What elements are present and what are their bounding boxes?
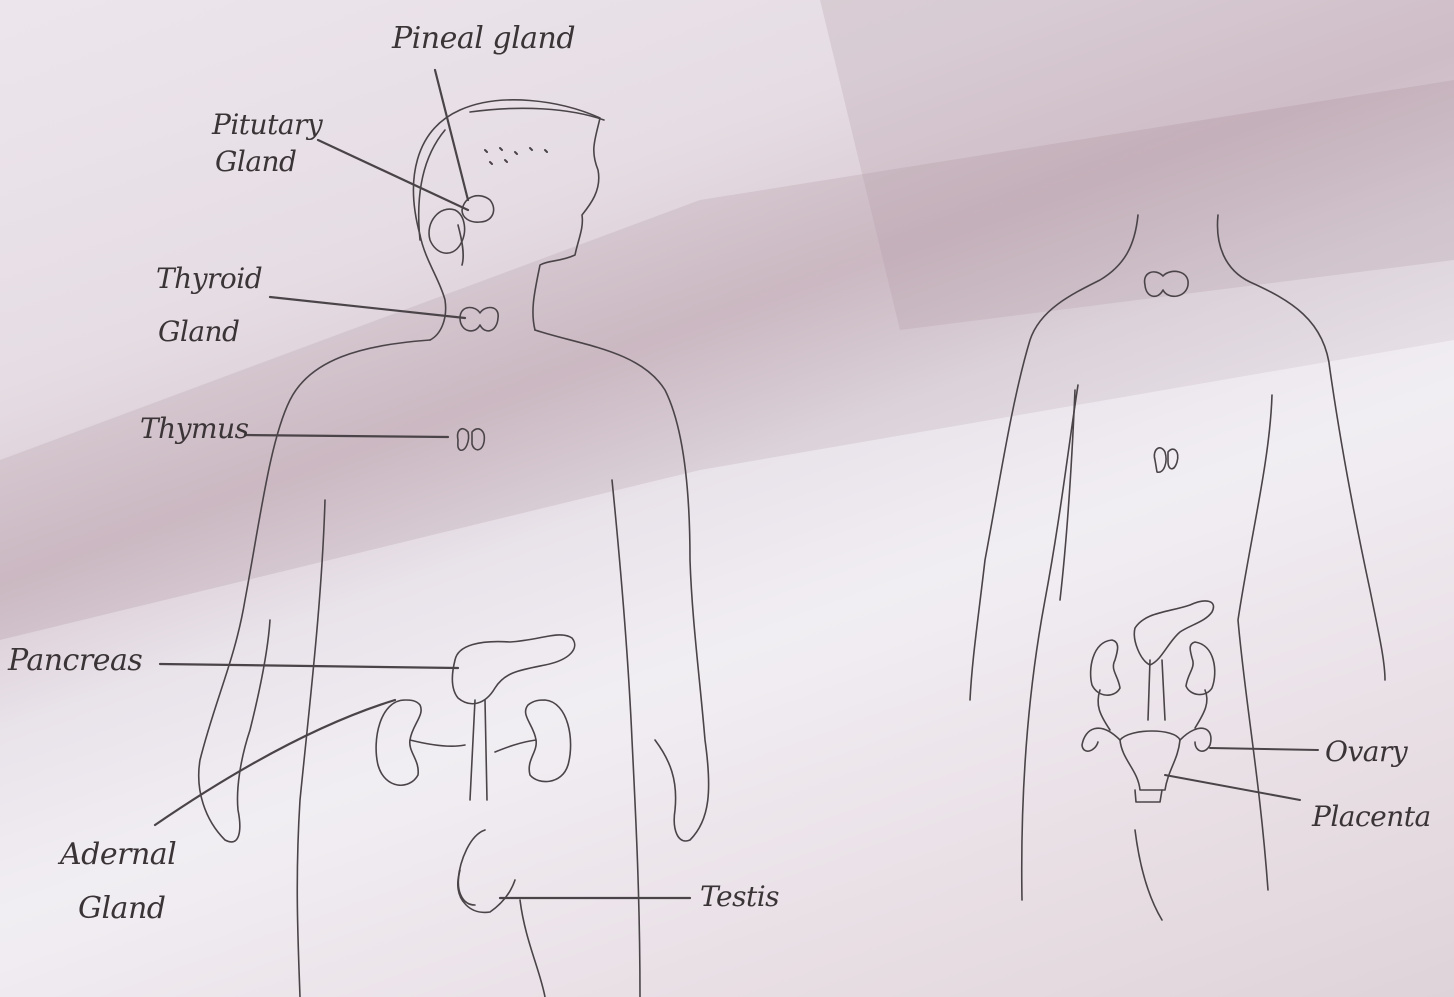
- placenta-label: Placenta: [1312, 800, 1431, 834]
- thyroid-leader: [270, 297, 465, 318]
- placenta-leader: [1165, 775, 1300, 800]
- pituitary-leader: [318, 140, 468, 210]
- thymus-shape: [458, 429, 485, 450]
- pituitary-label-line1: Pitutary: [212, 108, 322, 142]
- adrenal-leader: [155, 700, 395, 825]
- ovary-label: Ovary: [1325, 735, 1407, 769]
- ovary-leader: [1210, 748, 1318, 750]
- thymus-leader: [245, 435, 448, 437]
- adrenal-label-line1: Adernal: [60, 838, 176, 872]
- kidneys-shape: [376, 700, 570, 800]
- female-uterus-ovary-shape: [1082, 690, 1211, 802]
- female-thymus-shape: [1154, 448, 1177, 472]
- testis-label: Testis: [700, 880, 779, 914]
- pineal-leader: [435, 70, 468, 200]
- female-thyroid-shape: [1145, 271, 1189, 296]
- adrenal-label-line2: Gland: [78, 892, 165, 926]
- thyroid-gland-shape: [460, 308, 498, 331]
- label-leader-lines: [155, 70, 690, 898]
- thyroid-label-line2: Gland: [158, 315, 239, 349]
- pancreas-label: Pancreas: [8, 644, 142, 678]
- testis-shape: [458, 830, 515, 912]
- female-pancreas-kidney-shape: [1091, 601, 1215, 720]
- thyroid-label-line1: Thyroid: [156, 262, 262, 296]
- pancreas-leader: [160, 664, 458, 668]
- pituitary-label-line2: Gland: [215, 145, 296, 179]
- pancreas-shape: [452, 635, 574, 704]
- pituitary-gland-shape: [429, 209, 465, 265]
- male-figure-outline: [199, 100, 709, 997]
- thymus-label: Thymus: [140, 412, 248, 446]
- pineal-gland-label: Pineal gland: [392, 22, 575, 56]
- female-leader-lines: [1165, 748, 1318, 800]
